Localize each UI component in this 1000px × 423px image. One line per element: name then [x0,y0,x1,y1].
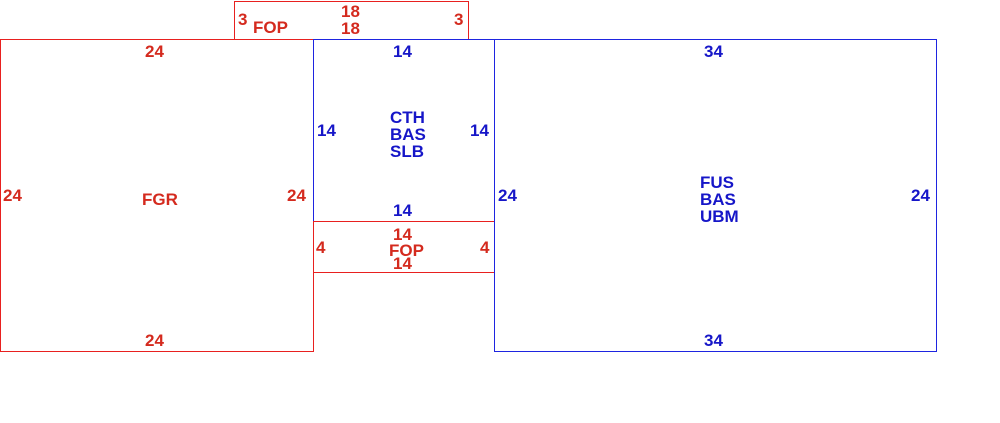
fus-name-line-1: FUS [700,173,734,192]
cth-name-line-2: BAS [390,125,426,144]
fus-panel [494,39,937,352]
fus-dim-left: 24 [498,186,517,205]
cth-name-line-1: CTH [390,108,425,127]
cth-dim-bottom: 14 [393,201,412,220]
fgr-dim-left: 24 [3,186,22,205]
fop-top-name: FOP [253,18,288,37]
fop-mid-dim-bottom: 14 [393,254,412,273]
cth-dim-left: 14 [317,121,336,140]
fop-top-dim-right: 3 [454,10,464,29]
cth-name-line-3: SLB [390,142,424,161]
fus-name: FUS BAS UBM [700,174,739,225]
cth-dim-right: 14 [470,121,489,140]
fus-dim-right: 24 [911,186,930,205]
fgr-dim-top: 24 [145,42,164,61]
fgr-dim-bottom: 24 [145,331,164,350]
fgr-dim-right: 24 [287,186,306,205]
fop-top-dim-left: 3 [238,10,248,29]
fop-top-dim-top-inner: 18 [341,19,360,38]
fop-mid-dim-left: 4 [316,238,326,257]
fop-mid-name: FOP [389,241,424,260]
fop-top-dim-top: 18 [341,2,360,21]
cth-dim-top: 14 [393,42,412,61]
fop-mid-dim-top: 14 [393,225,412,244]
fus-dim-top: 34 [704,42,723,61]
fop-mid-dim-right: 4 [480,238,490,257]
fus-name-line-3: UBM [700,207,739,226]
cth-name: CTH BAS SLB [390,109,426,160]
fgr-name: FGR [142,190,178,209]
fus-name-line-2: BAS [700,190,736,209]
fus-dim-bottom: 34 [704,331,723,350]
